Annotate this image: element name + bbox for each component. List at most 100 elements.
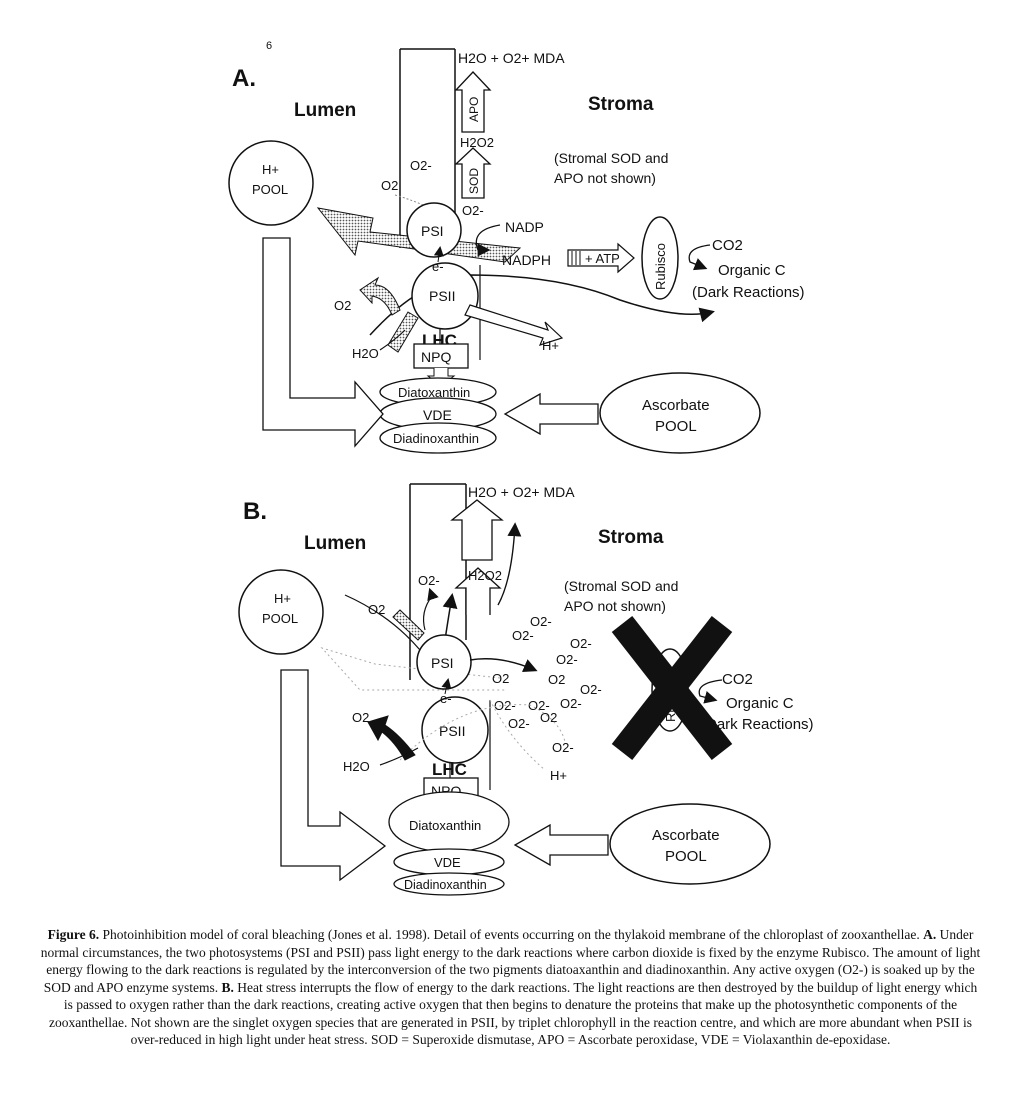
panel-b-psii-label: PSII <box>439 723 465 739</box>
panel-b-o2-arrow <box>367 715 416 761</box>
panel-a-npq-label: NPQ <box>421 349 451 365</box>
panel-a-h-pool-label-2: POOL <box>252 182 288 197</box>
panel-a-h2o-label: H2O <box>352 346 379 361</box>
panel-b-e-minus-label: e- <box>440 691 452 706</box>
panel-b-h-pool-circle <box>238 569 324 655</box>
panel-a-npq-box <box>413 343 469 369</box>
panel-a-proton-arrow <box>316 207 522 263</box>
panel-b-radical-1: O2- <box>512 628 534 643</box>
panel-a-psii-circle <box>411 262 479 330</box>
panel-a-organic-c-label: Organic C <box>718 262 786 279</box>
caption-text-3: Heat stress interrupts the flow of energ… <box>49 979 978 1048</box>
panel-b-ascorbate-ellipse <box>609 803 771 885</box>
panel-a-h2o-line <box>379 329 406 351</box>
panel-b-o2-left-label: O2 <box>352 710 369 725</box>
panel-a-o2-minus-label: O2- <box>410 158 432 173</box>
caption-a-label: A. <box>923 927 937 942</box>
panel-b-radical-3: O2- <box>570 636 592 651</box>
caption-figure-label: Figure 6. <box>47 927 100 942</box>
panel-b-h2o2-label: H2O2 <box>468 568 502 583</box>
panel-a-vde-label: VDE <box>423 407 452 423</box>
panel-a-co2-label: CO2 <box>712 237 743 254</box>
panel-a-stromal-note-2: APO not shown) <box>554 170 656 186</box>
panel-b-diatoxanthin-label: Diatoxanthin <box>409 818 481 833</box>
panel-a-ascorbate-label-2: POOL <box>655 418 697 435</box>
panel-a-atp-arrow <box>567 242 635 274</box>
panel-b-h-pool-label-2: POOL <box>262 611 298 626</box>
panel-b-diadinoxanthin-ellipse <box>393 872 505 896</box>
panel-b: B. Lumen Stroma H+ POOL H2O + O2+ MDA H2… <box>238 483 814 896</box>
panel-b-label: B. <box>243 498 267 525</box>
panel-a-h-pool-label-1: H+ <box>262 162 279 177</box>
panel-a-psi-circle <box>406 202 462 258</box>
panel-a-stroma-label: Stroma <box>588 94 654 115</box>
panel-b-radical-13: O2- <box>552 740 574 755</box>
panel-b-radical-12: O2 <box>540 710 557 725</box>
panel-a-nadp-label: NADP <box>505 219 544 235</box>
panel-b-radical-7: O2- <box>580 682 602 697</box>
panel-a-h-plus-label: H+ <box>542 338 559 353</box>
panel-a-o2-psi-label: O2- <box>462 203 484 218</box>
panel-a: A. Lumen Stroma H+ POOL H2O + O2+ MDA AP… <box>228 48 805 454</box>
panel-b-o2-line <box>344 594 421 651</box>
panel-a-top-products: H2O + O2+ MDA <box>458 50 565 66</box>
panel-b-psii-circle <box>421 696 489 764</box>
panel-a-diadinoxanthin-label: Diadinoxanthin <box>393 431 479 446</box>
panel-b-psi-circle <box>416 634 472 690</box>
panel-a-h2o2-label: H2O2 <box>460 135 494 150</box>
panel-a-ascorbate-label-1: Ascorbate <box>642 397 710 414</box>
panel-a-diatoxanthin-label: Diatoxanthin <box>398 385 470 400</box>
panel-b-o2-stipple <box>392 609 425 641</box>
figure-caption: Figure 6. Photoinhibition model of coral… <box>38 926 983 1049</box>
panel-b-escape-arrow <box>497 522 522 606</box>
panel-b-ascorbate-label-1: Ascorbate <box>652 827 720 844</box>
panel-b-radicals: O2- O2- O2- O2- O2 O2 O2- O2- O2- O2- O2… <box>492 614 602 755</box>
panel-b-o2-minus-label: O2- <box>418 573 440 588</box>
panel-b-ascorbate-label-2: POOL <box>665 848 707 865</box>
panel-a-sod-arrow <box>454 147 492 199</box>
panel-b-psi-label: PSI <box>431 655 454 671</box>
panel-b-ascorbate-arrow <box>513 823 609 867</box>
panel-b-diadinoxanthin-label: Diadinoxanthin <box>404 878 487 892</box>
panel-a-atp-label: + ATP <box>585 251 620 266</box>
panel-a-h-plus-arrow <box>464 304 564 346</box>
panel-b-lhc-label: LHC <box>432 760 467 779</box>
panel-a-o2-arrow <box>359 276 401 316</box>
panel-b-radical-5: O2 <box>492 671 509 686</box>
panel-b-vde-label: VDE <box>434 855 461 870</box>
panel-a-atp-hatch <box>571 251 581 265</box>
panel-b-h2o-label: H2O <box>343 759 370 774</box>
caption-b-label: B. <box>221 979 234 995</box>
panel-a-rubisco-ellipse <box>641 216 679 300</box>
panel-a-membrane-top <box>399 48 456 248</box>
panel-a-o2-upper-label: O2 <box>381 178 398 193</box>
panel-b-h2o2-arrow <box>454 567 502 615</box>
panel-b-o2-upper-label: O2 <box>368 602 385 617</box>
caption-text-1: Photoinhibition model of coral bleaching… <box>99 927 924 942</box>
panel-a-nadph-label: NADPH <box>502 252 551 268</box>
panel-b-o2minus-arrow <box>422 587 439 631</box>
panel-b-radical-4: O2- <box>556 652 578 667</box>
panel-a-diadinoxanthin-ellipse <box>379 422 497 454</box>
panel-a-lumen-label: Lumen <box>294 100 356 121</box>
page-number: 6 <box>266 40 273 52</box>
panel-b-radical-9: O2- <box>528 698 550 713</box>
panel-b-h-plus-label: H+ <box>550 768 567 783</box>
panel-a-stromal-note-1: (Stromal SOD and <box>554 150 668 166</box>
panel-b-co2-label: CO2 <box>722 671 753 688</box>
panel-b-dark-reactions-label: Dark Reactions) <box>706 716 814 733</box>
panel-b-h2o2-flow <box>442 593 458 641</box>
panel-b-radical-10: O2- <box>560 696 582 711</box>
panel-a-dark-reactions-label: (Dark Reactions) <box>692 284 805 301</box>
panel-a-pool-arrow <box>262 237 384 448</box>
panel-b-stromal-note-2: APO not shown) <box>564 598 666 614</box>
panel-b-faint-proton-arrow <box>320 647 505 691</box>
panel-b-radical-6: O2 <box>548 672 565 687</box>
panel-a-electron-arrow <box>433 246 444 263</box>
panel-a-co2-arrow <box>688 244 711 271</box>
panel-b-pool-arrow <box>280 669 387 882</box>
panel-a-e-minus-label: e- <box>432 259 444 274</box>
panel-b-block-x <box>611 615 733 761</box>
panel-a-apo-label: APO <box>467 97 481 122</box>
